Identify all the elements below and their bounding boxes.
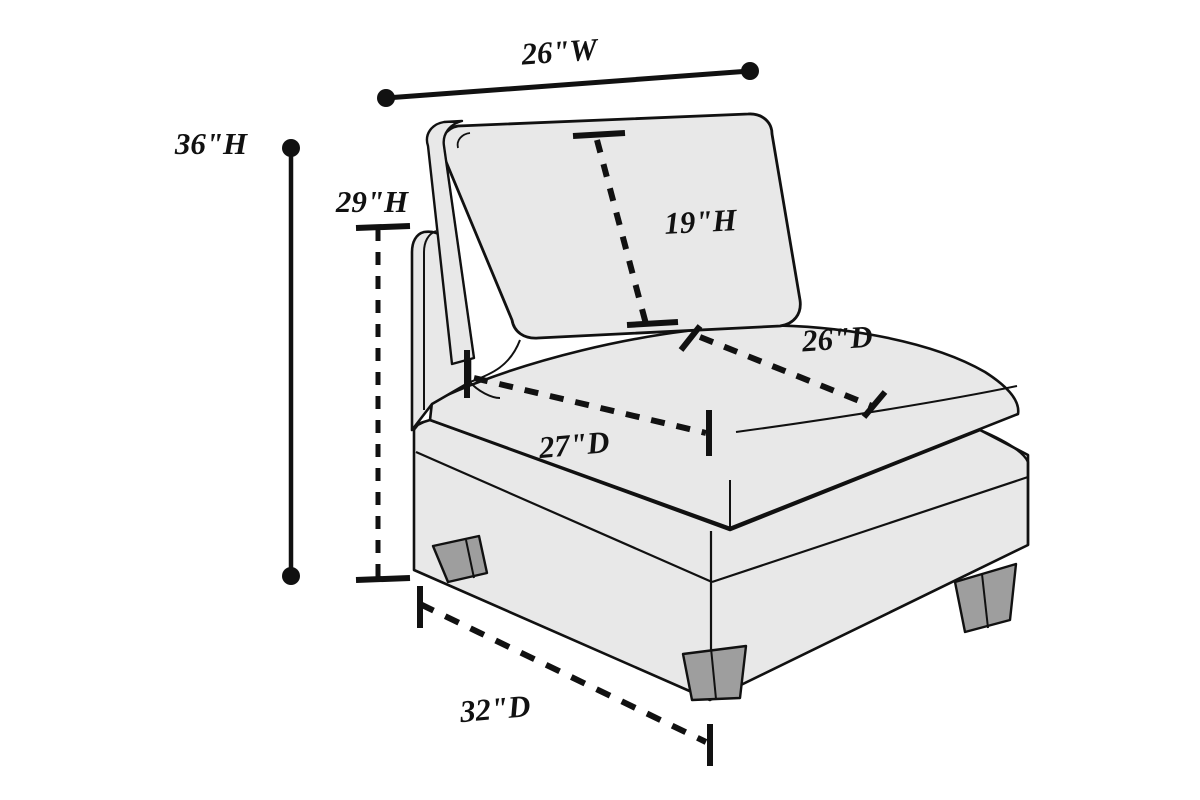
seat-cushion xyxy=(428,324,1020,530)
dimension-label-29h: 29"H xyxy=(335,184,409,219)
back-cushion-corner-seam xyxy=(456,132,471,149)
seat-cushion-seam xyxy=(735,385,1018,433)
seat-depth-slash-end xyxy=(861,390,888,419)
chair-illustration xyxy=(410,112,1030,702)
back-frame xyxy=(425,119,476,366)
overall-height-dot-top xyxy=(282,139,300,157)
overall-depth-line xyxy=(418,601,708,745)
dimension-label-26d: 26"D xyxy=(800,319,874,359)
base-left-crease xyxy=(413,421,425,431)
overall-height-dot-bottom xyxy=(282,567,300,585)
seat-cushion-depth-line xyxy=(473,375,707,436)
dimension-overall-height: 36"H xyxy=(174,126,300,585)
seat-cushion-body xyxy=(428,324,1020,530)
back-cushion-height-line xyxy=(594,139,649,325)
dimension-label-36h: 36"H xyxy=(174,126,248,161)
dimension-label-27d: 27"D xyxy=(536,424,610,465)
seat-depth-slash-start xyxy=(678,324,703,352)
dimension-back-cushion-height: 19"H xyxy=(572,130,738,328)
dimension-label-32d: 32"D xyxy=(457,688,531,729)
back-cushion xyxy=(439,112,802,340)
leg-right-edge xyxy=(981,573,989,629)
seat-depth-line xyxy=(698,334,874,409)
back-frame-panel xyxy=(425,119,476,366)
back-cushion-height-tick-bottom xyxy=(626,319,679,328)
leg-left-rear xyxy=(431,534,489,584)
back-cushion-height-tick-top xyxy=(572,130,626,139)
dimension-overall-width: 26"W xyxy=(377,31,759,107)
dimension-overall-depth: 32"D xyxy=(417,586,713,766)
dimension-label-19h: 19"H xyxy=(663,202,738,241)
back-cushion-body xyxy=(439,112,802,340)
leg-left-rear-edge xyxy=(465,539,475,579)
base-right-round xyxy=(979,428,1030,545)
leg-front-center-edge xyxy=(710,647,717,700)
chair-legs xyxy=(431,534,1018,702)
dimension-seat-cushion-depth: 27"D xyxy=(464,350,712,465)
back-frame-inner-line xyxy=(443,145,475,359)
base-welt-left xyxy=(415,450,713,584)
seat-back-height-tick-bottom xyxy=(355,575,411,583)
leg-front-center xyxy=(681,644,748,702)
dimension-seat-depth: 26"D xyxy=(678,319,888,419)
overall-width-line xyxy=(383,68,753,101)
dimension-label-26w: 26"W xyxy=(519,31,600,71)
dimension-seat-back-height: 29"H xyxy=(335,184,411,583)
base-welt-right xyxy=(711,475,1029,584)
seat-back-height-tick-top xyxy=(355,223,411,231)
overall-width-dot-right xyxy=(741,62,759,80)
overall-width-dot-left xyxy=(377,89,395,107)
left-side-inner-edge xyxy=(423,230,437,410)
